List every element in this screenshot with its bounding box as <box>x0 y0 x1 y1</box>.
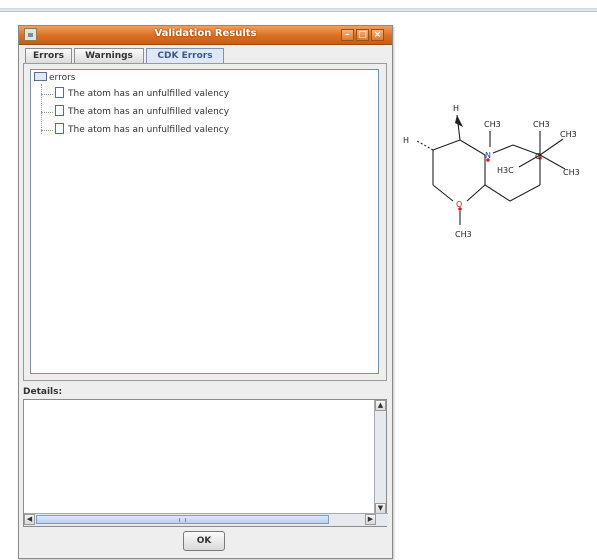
tab-cdk-errors[interactable]: CDK Errors <box>146 48 224 63</box>
bond <box>512 144 541 156</box>
bond <box>509 184 541 202</box>
tree-item-label: The atom has an unfulfilled valency <box>68 89 230 99</box>
tab-warnings[interactable]: Warnings <box>74 48 144 63</box>
maximize-button[interactable]: □ <box>356 29 369 41</box>
tree-item[interactable]: The atom has an unfulfilled valency <box>55 104 229 120</box>
atom-label-ch3: CH3 <box>455 230 472 239</box>
dialog-title: Validation Results <box>154 28 257 39</box>
bond <box>539 154 566 170</box>
document-icon <box>55 105 64 116</box>
tree-connector <box>41 94 53 95</box>
molecule-structure: H H N CH3 O CH3 CH3 CH3 CH3 H3C C <box>403 104 580 239</box>
atom-label-h: H <box>403 136 409 145</box>
bond <box>539 138 564 156</box>
top-border <box>0 8 597 11</box>
bond <box>432 139 461 151</box>
tree-item-label: The atom has an unfulfilled valency <box>68 107 230 117</box>
atom-label-ch3: CH3 <box>533 120 550 129</box>
error-tree[interactable]: errors The atom has an unfulfilled valen… <box>30 69 379 374</box>
details-label: Details: <box>23 387 63 397</box>
tree-item[interactable]: The atom has an unfulfilled valency <box>55 86 229 102</box>
horizontal-scrollbar[interactable]: ◀ ▶ <box>24 513 388 526</box>
tree-connector <box>41 84 42 134</box>
wedge-bond <box>455 115 463 127</box>
valency-marker <box>538 156 542 160</box>
scroll-right-icon[interactable]: ▶ <box>365 514 376 525</box>
valency-marker <box>486 158 490 162</box>
minimize-button[interactable]: – <box>341 29 354 41</box>
title-bar[interactable]: Validation Results – □ × <box>19 26 392 45</box>
atom-label-h: H <box>453 104 459 113</box>
tree-connector <box>41 112 53 113</box>
tab-errors[interactable]: Errors <box>25 48 72 63</box>
bond <box>466 184 486 202</box>
tree-root-label: errors <box>49 73 76 83</box>
document-icon <box>55 123 64 134</box>
atom-label-ch3: CH3 <box>563 168 580 177</box>
atom-label-h3c: H3C <box>497 166 514 175</box>
app-icon <box>24 28 37 41</box>
bond <box>492 144 514 154</box>
tree-item[interactable]: The atom has an unfulfilled valency <box>55 122 229 138</box>
ok-button[interactable]: OK <box>183 531 225 551</box>
bond <box>518 154 541 168</box>
tab-panel: errors The atom has an unfulfilled valen… <box>23 63 387 381</box>
valency-marker <box>458 207 462 211</box>
bond <box>459 139 486 156</box>
atom-label-ch3: CH3 <box>484 120 501 129</box>
tree-connector <box>41 130 53 131</box>
validation-dialog: Validation Results – □ × Errors Warnings… <box>18 25 393 559</box>
atom-label-c: C <box>535 152 541 161</box>
atom-label-o: O <box>456 200 462 209</box>
close-button[interactable]: × <box>371 29 384 41</box>
folder-icon <box>34 72 47 81</box>
tree-item-label: The atom has an unfulfilled valency <box>68 125 230 135</box>
atom-label-ch3: CH3 <box>560 130 577 139</box>
bond <box>484 184 511 202</box>
bond <box>416 140 434 151</box>
top-border-line <box>0 11 597 12</box>
scrollbar-thumb[interactable] <box>36 515 329 524</box>
vertical-scrollbar[interactable]: ▲ ▼ <box>374 400 386 514</box>
scroll-left-icon[interactable]: ◀ <box>24 514 35 525</box>
scroll-up-icon[interactable]: ▲ <box>375 400 386 411</box>
document-icon <box>55 87 64 98</box>
bond <box>432 184 454 202</box>
atom-label-n: N <box>485 151 491 160</box>
details-textarea[interactable]: ▲ ▼ ◀ ▶ <box>23 399 388 527</box>
tree-root[interactable]: errors <box>34 70 75 86</box>
